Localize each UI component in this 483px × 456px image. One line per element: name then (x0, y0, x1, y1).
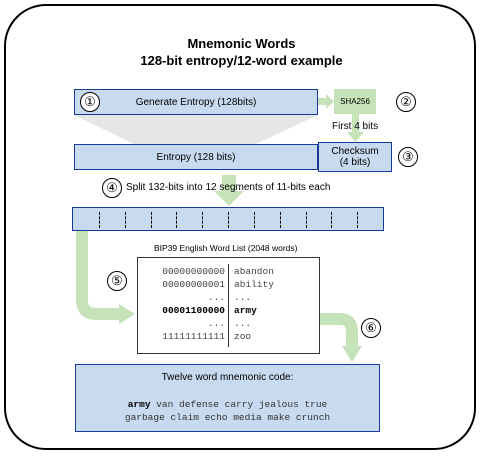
wordlist-index-bits: 00000000001 (162, 279, 225, 290)
wordlist-index-bits: ... (207, 292, 225, 303)
arrow-to-result (320, 313, 358, 347)
segment-divider (305, 212, 307, 228)
wordlist-index-bits: ... (207, 318, 225, 329)
wordlist-index-bits: 00001100000 (162, 305, 225, 316)
wordlist-word: abandon (234, 266, 274, 277)
mnemonic-first-word: army (127, 399, 151, 410)
segment-divider (357, 212, 359, 228)
wordlist-row: 11111111111 zoo (138, 331, 321, 343)
wordlist-word: ... (234, 292, 252, 303)
entropy-box: Entropy (128 bits) (74, 144, 318, 170)
segment-bar (72, 207, 384, 231)
sha256-box: SHA256 (334, 89, 376, 114)
mnemonic-result-box: Twelve word mnemonic code: army van defe… (75, 364, 380, 432)
segment-divider (176, 212, 178, 228)
wordlist-row: 00000000000 abandon (138, 266, 321, 278)
entropy-label: Entropy (128 bits) (156, 151, 236, 163)
checksum-label-line1: Checksum (331, 146, 379, 157)
mnemonic-line-1: army van defense carry jealous true (76, 399, 379, 410)
diagram-frame (4, 4, 476, 450)
wordlist-row: 00000000001 ability (138, 279, 321, 291)
segment-divider (228, 212, 229, 228)
checksum-label-line2: (4 bits) (339, 157, 371, 168)
arrow-to-sha256 (318, 94, 334, 109)
wordlist-row: ...... (138, 318, 321, 330)
wordlist-row: ...... (138, 292, 321, 304)
wordlist-index-bits: 11111111111 (162, 331, 225, 342)
wordlist-word: ... (234, 318, 252, 329)
wordlist-word: army (234, 305, 257, 316)
arrow-to-wordlist (76, 231, 120, 320)
segment-divider (279, 212, 281, 228)
arrow-to-result-head (342, 346, 362, 362)
generate-entropy-box: Generate Entropy (128bits) (74, 89, 318, 115)
step-6-marker: ⑥ (361, 318, 381, 338)
wordlist-word: ability (234, 279, 274, 290)
checksum-box: Checksum (4 bits) (318, 142, 392, 172)
arrow-to-checksum (347, 114, 364, 142)
segment-divider (202, 212, 204, 228)
wordlist-word: zoo (234, 331, 252, 342)
step-5-marker: ⑤ (107, 271, 127, 291)
diagram-title: Mnemonic Words (187, 36, 296, 51)
first-4-bits-label: First 4 bits (332, 121, 379, 132)
split-label: Split 132-bits into 12 segments of 11-bi… (126, 182, 331, 193)
arrow-to-segments (214, 175, 244, 206)
segment-divider (150, 212, 152, 228)
arrow-to-wordlist-head (119, 304, 135, 324)
step-1-marker: ① (80, 92, 100, 112)
step-2-marker: ② (396, 92, 416, 112)
wordlist-divider (228, 264, 229, 347)
segment-divider (253, 212, 255, 228)
step-4-marker: ④ (102, 178, 122, 198)
segment-divider (331, 212, 333, 228)
wordlist-index-bits: 00000000000 (162, 266, 225, 277)
wordlist-row: 00001100000 army (138, 305, 321, 317)
segment-divider (124, 212, 126, 228)
segment-divider (98, 212, 100, 228)
wordlist-title: BIP39 English Word List (2048 words) (154, 243, 298, 253)
entropy-funnel (74, 115, 318, 144)
mnemonic-line-2: garbage claim echo media make crunch (124, 412, 331, 423)
mnemonic-result-title: Twelve word mnemonic code: (161, 372, 294, 383)
step-3-marker: ③ (398, 147, 418, 167)
generate-entropy-label: Generate Entropy (128bits) (135, 96, 257, 108)
diagram-subtitle: 128-bit entropy/12-word example (140, 53, 343, 68)
wordlist-box: 00000000000 abandon 00000000001 ability....… (137, 257, 320, 354)
mnemonic-line-1-rest: van defense carry jealous true (150, 399, 328, 410)
